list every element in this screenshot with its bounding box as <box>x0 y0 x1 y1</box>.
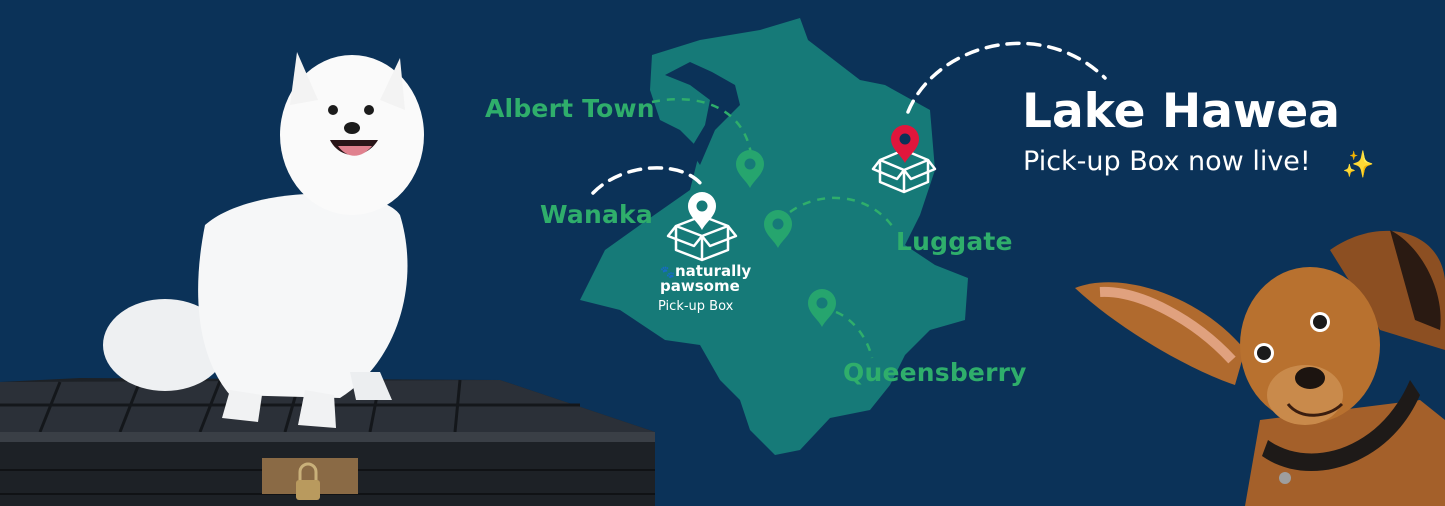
map-pin-icon <box>891 125 919 163</box>
sparkle-icon: ✨ <box>1342 149 1375 179</box>
headline-title: Lake Hawea <box>1022 84 1340 139</box>
place-label-queensberry: Queensberry <box>843 358 1027 387</box>
brand-name-line2: pawsome <box>660 277 740 295</box>
box-icon <box>871 148 937 194</box>
brand-name-line1: naturally <box>674 262 752 280</box>
pickup-box-label: Pick-up Box <box>658 299 734 314</box>
route-lines-green <box>651 98 897 359</box>
paw-icon: 🐾 <box>660 265 675 279</box>
brand-logo: 🐾naturally pawsome <box>660 262 752 295</box>
route-lines-white <box>591 41 1107 195</box>
route-wanaka <box>591 166 707 195</box>
map-pin-icon <box>736 150 764 188</box>
brown-dog-image <box>1075 230 1445 506</box>
route-queensberry <box>835 310 874 359</box>
place-label-luggate: Luggate <box>896 227 1013 256</box>
box-icon <box>666 214 738 262</box>
map-pin-icon <box>764 210 792 248</box>
map-pin-icon <box>808 289 836 327</box>
padlock-icon <box>296 462 320 500</box>
headline-subtitle: Pick-up Box now live! <box>1023 146 1311 177</box>
route-lake-hawea <box>906 41 1107 114</box>
lake-inlet <box>665 62 740 165</box>
white-dog-image <box>103 52 424 428</box>
place-label-albert-town: Albert Town <box>485 94 655 123</box>
route-albert-town <box>651 98 754 163</box>
place-label-wanaka: Wanaka <box>540 200 653 229</box>
map-pin-icon <box>688 192 716 230</box>
